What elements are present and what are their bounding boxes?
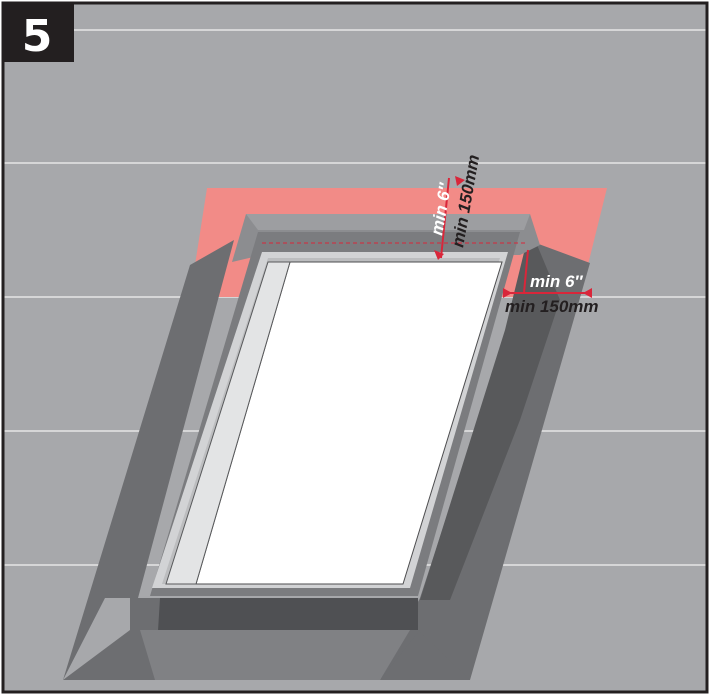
side-dimension-arrow-right xyxy=(583,288,592,298)
side-flashing-left xyxy=(63,240,234,680)
side-dimension-arrow-left xyxy=(503,288,512,298)
top-dimension-arrow-lower xyxy=(434,250,444,260)
side-flashing-right-face xyxy=(420,228,560,600)
top-dimension-line xyxy=(440,177,450,259)
sill-flashing-left-wing xyxy=(63,598,160,680)
head-flashing-top xyxy=(246,214,530,230)
sill-flashing xyxy=(130,598,418,630)
side-dimension: min 6″ min 150mm xyxy=(503,249,599,316)
side-dimension-tick xyxy=(523,249,529,294)
step-badge xyxy=(4,4,74,62)
apron-flashing xyxy=(140,630,410,680)
side-dimension-imperial: min 6″ xyxy=(530,272,583,291)
sill-flashing-right-wing xyxy=(380,598,470,680)
sash-left-edge xyxy=(165,261,291,585)
step-number: 5 xyxy=(22,11,53,62)
top-dimension-arrow-upper xyxy=(455,176,465,186)
side-dimension-metric: min 150mm xyxy=(505,297,599,316)
